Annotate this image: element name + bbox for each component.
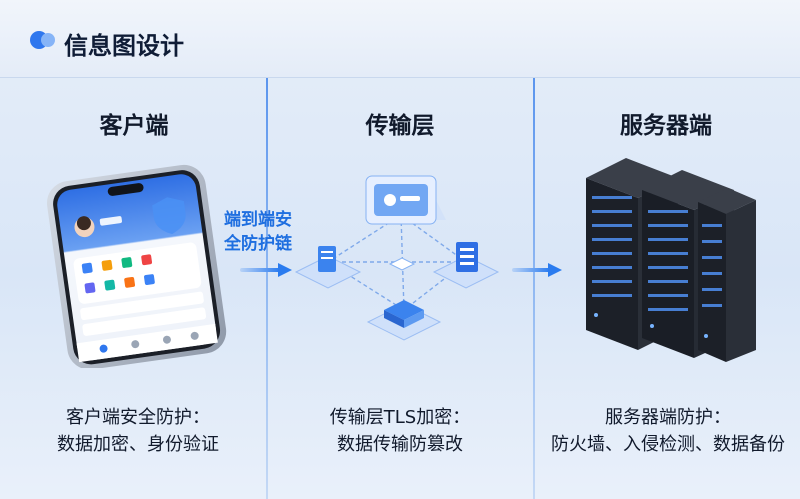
transport-layer-illustration	[294, 175, 500, 341]
connector-label-line2: 全防护链	[224, 234, 292, 254]
server-caption-line1: 服务器端防护：	[605, 407, 731, 428]
transport-caption-line1: 传输层TLS加密：	[329, 407, 471, 428]
server-caption: 服务器端防护： 防火墙、入侵检测、数据备份	[538, 404, 798, 458]
title-dot-accent-icon	[41, 33, 55, 47]
client-caption-line2: 数据加密、身份验证	[57, 434, 219, 455]
connector-label: 端到端安 全防护链	[212, 208, 304, 256]
transport-to-server-arrow-icon	[512, 263, 562, 277]
certificate-panel-icon	[365, 175, 446, 225]
client-caption-line1: 客户端安全防护：	[66, 407, 210, 428]
client-caption: 客户端安全防护： 数据加密、身份验证	[8, 404, 268, 458]
page-title: 信息图设计	[64, 32, 184, 60]
connector-label-line1: 端到端安	[224, 210, 292, 230]
transport-caption-line2: 数据传输防篡改	[337, 434, 463, 455]
client-to-transport-arrow-icon	[240, 263, 292, 277]
right-server-node-icon	[432, 242, 500, 289]
transport-caption: 传输层TLS加密： 数据传输防篡改	[270, 404, 530, 458]
server-heading: 服务器端	[620, 113, 712, 139]
column-divider-left	[266, 78, 268, 499]
transport-heading: 传输层	[365, 113, 435, 139]
client-heading: 客户端	[99, 113, 169, 139]
header-bar: 信息图设计	[0, 0, 800, 78]
server-caption-line2: 防火墙、入侵检测、数据备份	[551, 434, 785, 455]
smartphone-illustration	[46, 164, 227, 368]
bottom-chip-node-icon	[366, 300, 442, 341]
column-divider-right	[533, 78, 535, 499]
server-rack-illustration	[586, 158, 756, 362]
left-server-node-icon	[294, 246, 362, 289]
